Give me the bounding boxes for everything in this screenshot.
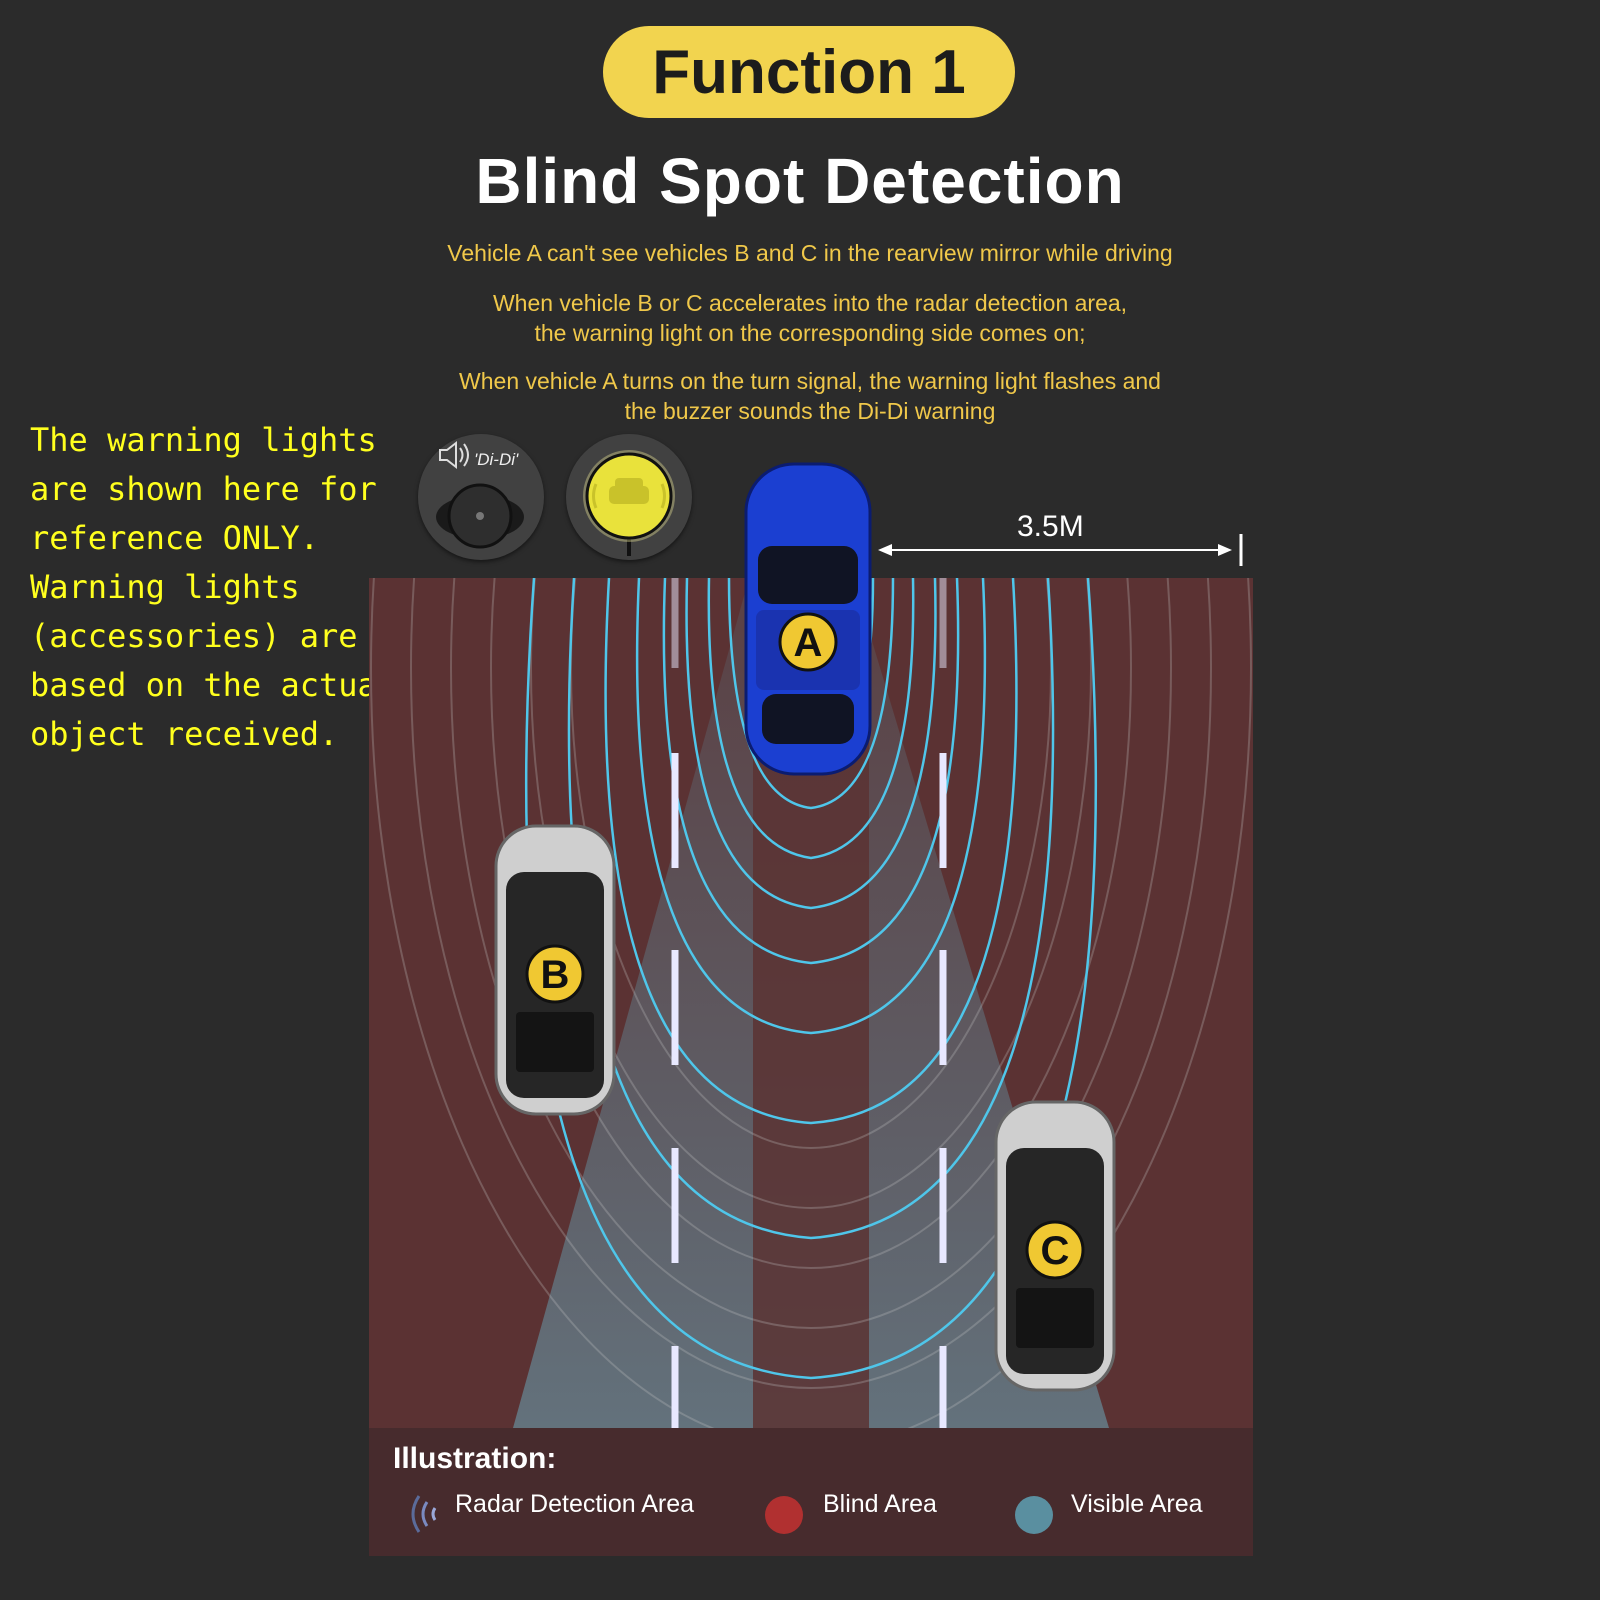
vehicle-c-label: C	[1041, 1229, 1070, 1273]
vehicle-b: B	[494, 824, 616, 1116]
illustration-legend: Illustration: Radar Detection Area Blind…	[369, 1428, 1253, 1556]
vehicle-a: A	[744, 462, 872, 776]
function-badge: Function 1	[603, 26, 1015, 118]
warning-light-accessory	[566, 434, 692, 560]
description-line-2a: When vehicle B or C accelerates into the…	[492, 290, 1128, 316]
radar-icon	[411, 1495, 437, 1533]
buzzer-label: 'Di-Di'	[474, 450, 519, 469]
vehicle-c: C	[994, 1100, 1116, 1392]
distance-label: 3.5M	[1017, 510, 1084, 543]
vehicle-a-label: A	[794, 621, 823, 665]
buzzer-accessory: 'Di-Di'	[418, 434, 544, 560]
illustration-title: Illustration:	[393, 1442, 557, 1475]
description-line-1: Vehicle A can't see vehicles B and C in …	[447, 240, 1173, 266]
blind-area-swatch	[765, 1496, 803, 1534]
description-line-2b: the warning light on the corresponding s…	[534, 320, 1086, 346]
blind-area-label: Blind Area	[823, 1490, 937, 1518]
page-title: Blind Spot Detection	[475, 145, 1125, 217]
warning-light-icon	[583, 450, 675, 556]
speaker-icon	[436, 440, 524, 549]
outer-rings	[370, 578, 1252, 1428]
lane-markings	[671, 578, 947, 1428]
description-line-3b: the buzzer sounds the Di-Di warning	[624, 398, 996, 424]
visible-area-label: Visible Area	[1071, 1490, 1203, 1518]
vehicle-b-label: B	[541, 953, 570, 997]
description-line-3a: When vehicle A turns on the turn signal,…	[459, 368, 1161, 394]
radar-area-label: Radar Detection Area	[455, 1490, 695, 1518]
visible-area-swatch	[1015, 1496, 1053, 1534]
distance-arrow	[878, 534, 1243, 566]
